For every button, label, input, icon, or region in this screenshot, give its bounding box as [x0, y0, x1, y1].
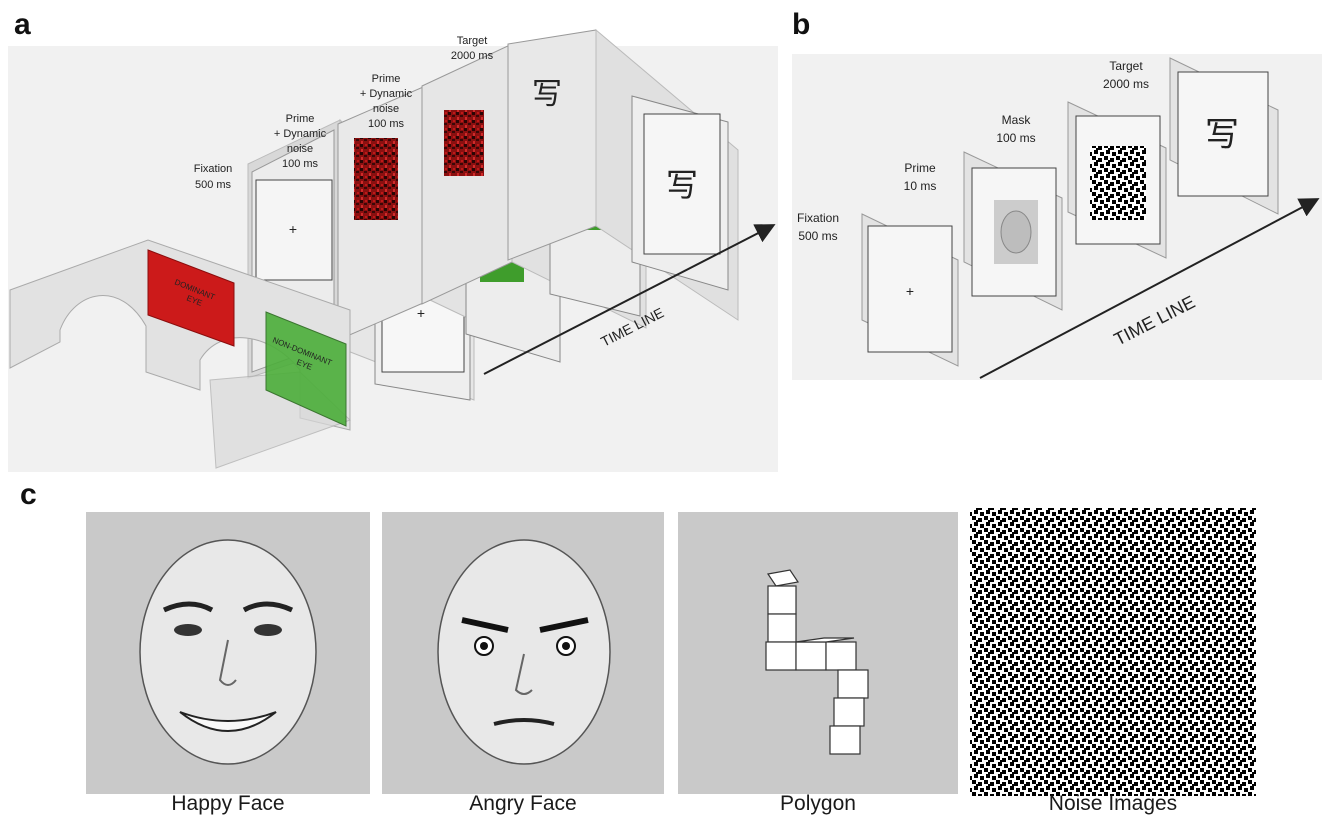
- target-char-a-far: 写: [666, 167, 698, 203]
- stimulus-angry-face: [382, 512, 664, 794]
- target-char-a: 写: [532, 78, 562, 111]
- panel-letter-a: a: [14, 8, 31, 41]
- panel-letter-c: c: [20, 478, 37, 511]
- panel-letter-b: b: [792, 8, 811, 41]
- label-a-prime2-1: Prime: [372, 73, 401, 85]
- label-a-prime1-4: 100 ms: [282, 158, 319, 170]
- label-a-prime2-4: 100 ms: [368, 118, 405, 130]
- screen-b-prime: [963, 151, 1063, 311]
- label-a-prime1-2: + Dynamic: [274, 128, 327, 140]
- fixation-cross: +: [289, 221, 297, 237]
- caption-noise-images: Noise Images: [1048, 792, 1178, 815]
- screen-a-target: 写 写: [507, 28, 739, 321]
- label-a-target-1: Target: [457, 35, 488, 47]
- label-b-fixation-1: Fixation: [797, 211, 839, 225]
- label-a-prime1-1: Prime: [286, 113, 315, 125]
- lens-dominant-eye: [147, 249, 235, 347]
- label-a-fixation-2: 500 ms: [195, 179, 232, 191]
- label-a-prime2-2: + Dynamic: [360, 88, 413, 100]
- target-char-b: 写: [1205, 116, 1239, 154]
- fixation-cross-b: +: [906, 283, 914, 299]
- label-a-prime2-3: noise: [373, 103, 399, 115]
- stimulus-polygon: [678, 512, 958, 794]
- fixation-cross-far: +: [417, 305, 425, 321]
- anaglyph-glasses: DOMINANT EYE NON-DOMINANT EYE: [9, 239, 351, 469]
- caption-angry-face: Angry Face: [469, 792, 577, 815]
- stimulus-noise-images: [970, 508, 1256, 796]
- label-b-mask-1: Mask: [1002, 113, 1032, 127]
- labels-panel-a: Fixation 500 ms Prime + Dynamic noise 10…: [194, 35, 494, 191]
- label-a-fixation-1: Fixation: [194, 163, 233, 175]
- label-b-target-2: 2000 ms: [1103, 77, 1149, 91]
- screen-b-fixation: +: [861, 213, 959, 367]
- label-b-prime-1: Prime: [904, 161, 936, 175]
- label-b-mask-2: 100 ms: [996, 131, 1035, 145]
- labels-panel-b: Fixation 500 ms Prime 10 ms Mask 100 ms …: [797, 59, 1149, 243]
- stimulus-happy-face: [86, 512, 370, 794]
- caption-polygon: Polygon: [780, 792, 856, 815]
- timeline-label-b: TIME LINE: [1111, 292, 1199, 350]
- timeline-arrow-b: [979, 198, 1320, 379]
- label-b-prime-2: 10 ms: [904, 179, 937, 193]
- label-a-target-2: 2000 ms: [451, 50, 494, 62]
- screen-b-mask: [1067, 101, 1167, 259]
- screen-b-target: 写: [1169, 57, 1279, 215]
- label-a-prime1-3: noise: [287, 143, 313, 155]
- timeline-arrow-a: [483, 224, 776, 375]
- caption-happy-face: Happy Face: [171, 792, 285, 815]
- label-b-fixation-2: 500 ms: [798, 229, 837, 243]
- label-b-target-1: Target: [1109, 59, 1143, 73]
- lens-non-dominant-eye: [265, 311, 347, 427]
